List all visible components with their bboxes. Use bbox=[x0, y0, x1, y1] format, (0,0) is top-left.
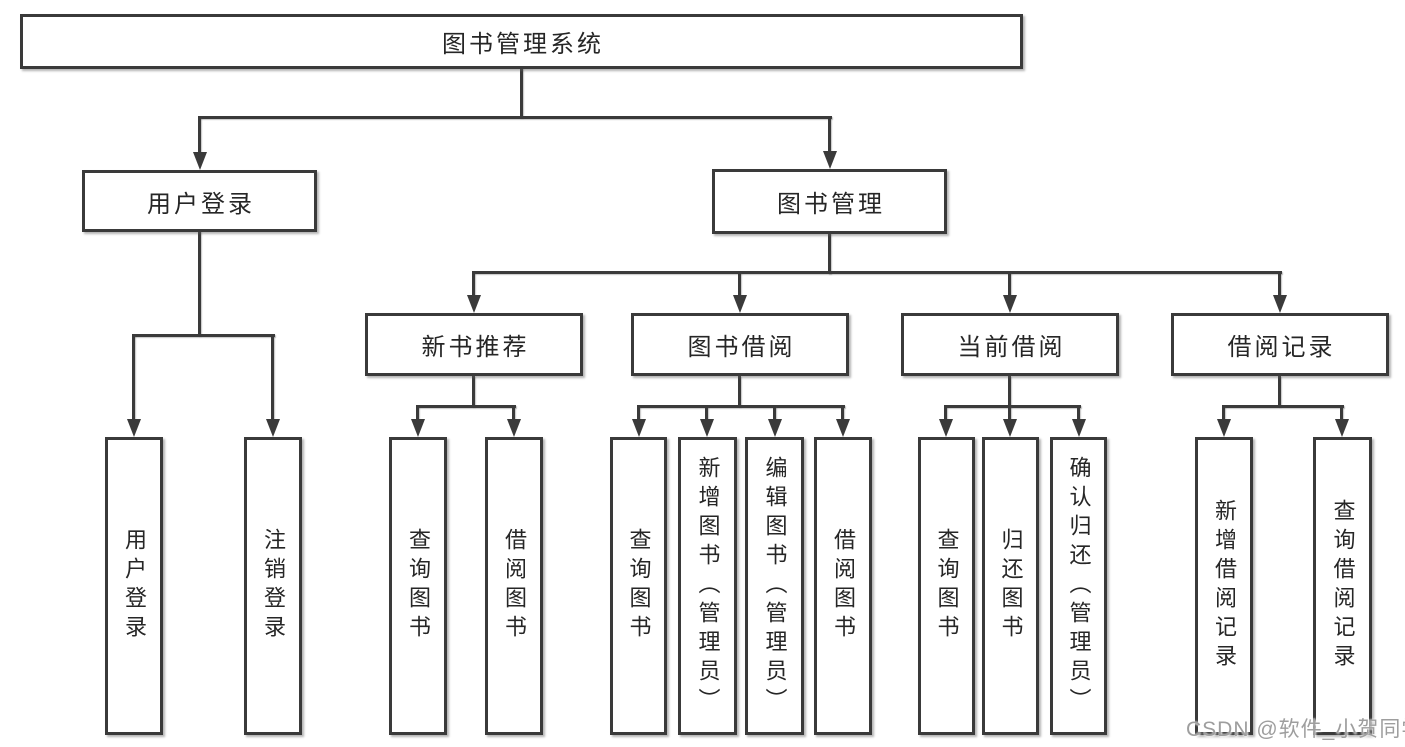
arrow-down-icon bbox=[1217, 419, 1231, 437]
connector-records-branch bbox=[1222, 405, 1344, 408]
connector-user-arrow-stem bbox=[198, 117, 201, 154]
leaf-rec-query-label: 查询借阅记录 bbox=[1330, 499, 1356, 673]
node-current-borrow: 当前借阅 bbox=[901, 313, 1119, 376]
leaf-logout: 注销登录 bbox=[244, 437, 302, 735]
leaf-bb-add-books-label: 新增图书（管理员） bbox=[695, 455, 721, 717]
connector-user-branch bbox=[132, 334, 275, 337]
leaf-new-borrow-books-label: 借阅图书 bbox=[502, 528, 527, 644]
connector-leaf-arrow-stem bbox=[271, 335, 274, 421]
connector-borrow-stem bbox=[738, 376, 741, 407]
leaf-rec-add: 新增借阅记录 bbox=[1195, 437, 1253, 735]
csdn-watermark: CSDN @软件_小贺同学 bbox=[1186, 718, 1405, 741]
arrow-down-icon bbox=[823, 151, 837, 169]
arrow-down-icon bbox=[700, 419, 714, 437]
node-book-borrow: 图书借阅 bbox=[631, 313, 849, 376]
leaf-rec-query: 查询借阅记录 bbox=[1313, 437, 1372, 735]
connector-leaf-arrow-stem bbox=[512, 406, 515, 421]
node-current-borrow-label: 当前借阅 bbox=[957, 334, 1066, 361]
connector-leaf-arrow-stem bbox=[705, 406, 708, 421]
leaf-bb-add-books: 新增图书（管理员） bbox=[678, 437, 737, 735]
connector-root-stem bbox=[520, 68, 523, 118]
arrow-down-icon bbox=[768, 419, 782, 437]
arrow-down-icon bbox=[632, 419, 646, 437]
leaf-bb-query-books-label: 查询图书 bbox=[626, 528, 652, 644]
leaf-user-login: 用户登录 bbox=[105, 437, 163, 735]
arrow-down-icon bbox=[1003, 419, 1017, 437]
leaf-cur-query-books: 查询图书 bbox=[918, 437, 975, 735]
arrow-down-icon bbox=[1003, 295, 1017, 313]
node-user-login-label: 用户登录 bbox=[147, 190, 255, 218]
arrow-down-icon bbox=[411, 419, 425, 437]
connector-leaf-arrow-stem bbox=[841, 406, 844, 421]
connector-l3-arrow-stem bbox=[472, 272, 475, 297]
node-borrow-records-label: 借阅记录 bbox=[1227, 334, 1336, 361]
connector-book-branch bbox=[472, 271, 1282, 274]
connector-user-stem bbox=[198, 231, 201, 336]
leaf-cur-query-books-label: 查询图书 bbox=[934, 528, 960, 644]
connector-book-arrow-stem bbox=[828, 117, 831, 153]
leaf-bb-borrow-books: 借阅图书 bbox=[814, 437, 872, 735]
leaf-new-query-books: 查询图书 bbox=[389, 437, 447, 735]
connector-leaf-arrow-stem bbox=[637, 406, 640, 421]
node-book-mgmt: 图书管理 bbox=[712, 169, 947, 234]
leaf-cur-return-books: 归还图书 bbox=[982, 437, 1039, 735]
connector-leaf-arrow-stem bbox=[1008, 406, 1011, 421]
connector-leaf-arrow-stem bbox=[132, 335, 135, 421]
connector-new-stem bbox=[472, 376, 475, 407]
node-new-books-label: 新书推荐 bbox=[421, 334, 530, 361]
leaf-logout-label: 注销登录 bbox=[261, 528, 286, 644]
connector-leaf-arrow-stem bbox=[416, 406, 419, 421]
connector-leaf-arrow-stem bbox=[1340, 406, 1343, 421]
arrow-down-icon bbox=[266, 419, 280, 437]
arrow-down-icon bbox=[939, 419, 953, 437]
node-borrow-records: 借阅记录 bbox=[1171, 313, 1389, 376]
connector-l3-arrow-stem bbox=[1278, 272, 1281, 297]
connector-leaf-arrow-stem bbox=[944, 406, 947, 421]
leaf-cur-confirm-return-label: 确认归还（管理员） bbox=[1066, 455, 1092, 717]
node-root: 图书管理系统 bbox=[20, 14, 1023, 69]
arrow-down-icon bbox=[467, 295, 481, 313]
arrow-down-icon bbox=[733, 295, 747, 313]
connector-leaf-arrow-stem bbox=[1222, 406, 1225, 421]
connector-root-branch bbox=[198, 116, 832, 119]
connector-borrow-branch bbox=[637, 405, 845, 408]
leaf-bb-query-books: 查询图书 bbox=[610, 437, 667, 735]
node-new-books: 新书推荐 bbox=[365, 313, 583, 376]
leaf-bb-borrow-books-label: 借阅图书 bbox=[831, 528, 856, 644]
connector-current-stem bbox=[1008, 376, 1011, 407]
leaf-bb-edit-books-label: 编辑图书（管理员） bbox=[762, 455, 788, 717]
arrow-down-icon bbox=[193, 152, 207, 170]
leaf-new-query-books-label: 查询图书 bbox=[406, 528, 431, 644]
connector-leaf-arrow-stem bbox=[1077, 406, 1080, 421]
node-book-mgmt-label: 图书管理 bbox=[777, 191, 885, 218]
leaf-new-borrow-books: 借阅图书 bbox=[485, 437, 543, 735]
arrow-down-icon bbox=[1335, 419, 1349, 437]
node-book-borrow-label: 图书借阅 bbox=[687, 334, 796, 361]
leaf-cur-confirm-return: 确认归还（管理员） bbox=[1050, 437, 1107, 735]
leaf-cur-return-books-label: 归还图书 bbox=[998, 528, 1024, 644]
connector-records-stem bbox=[1278, 376, 1281, 407]
connector-new-branch bbox=[416, 405, 516, 408]
connector-current-branch bbox=[944, 405, 1081, 408]
arrow-down-icon bbox=[507, 419, 521, 437]
connector-l3-arrow-stem bbox=[738, 272, 741, 297]
leaf-rec-add-label: 新增借阅记录 bbox=[1212, 499, 1237, 673]
arrow-down-icon bbox=[127, 419, 141, 437]
arrow-down-icon bbox=[1273, 295, 1287, 313]
node-user-login: 用户登录 bbox=[82, 170, 317, 232]
connector-leaf-arrow-stem bbox=[773, 406, 776, 421]
leaf-bb-edit-books: 编辑图书（管理员） bbox=[745, 437, 804, 735]
arrow-down-icon bbox=[836, 419, 850, 437]
arrow-down-icon bbox=[1072, 419, 1086, 437]
node-root-label: 图书管理系统 bbox=[442, 31, 604, 58]
connector-l3-arrow-stem bbox=[1008, 272, 1011, 297]
leaf-user-login-label: 用户登录 bbox=[122, 528, 147, 644]
connector-book-stem bbox=[828, 233, 831, 274]
